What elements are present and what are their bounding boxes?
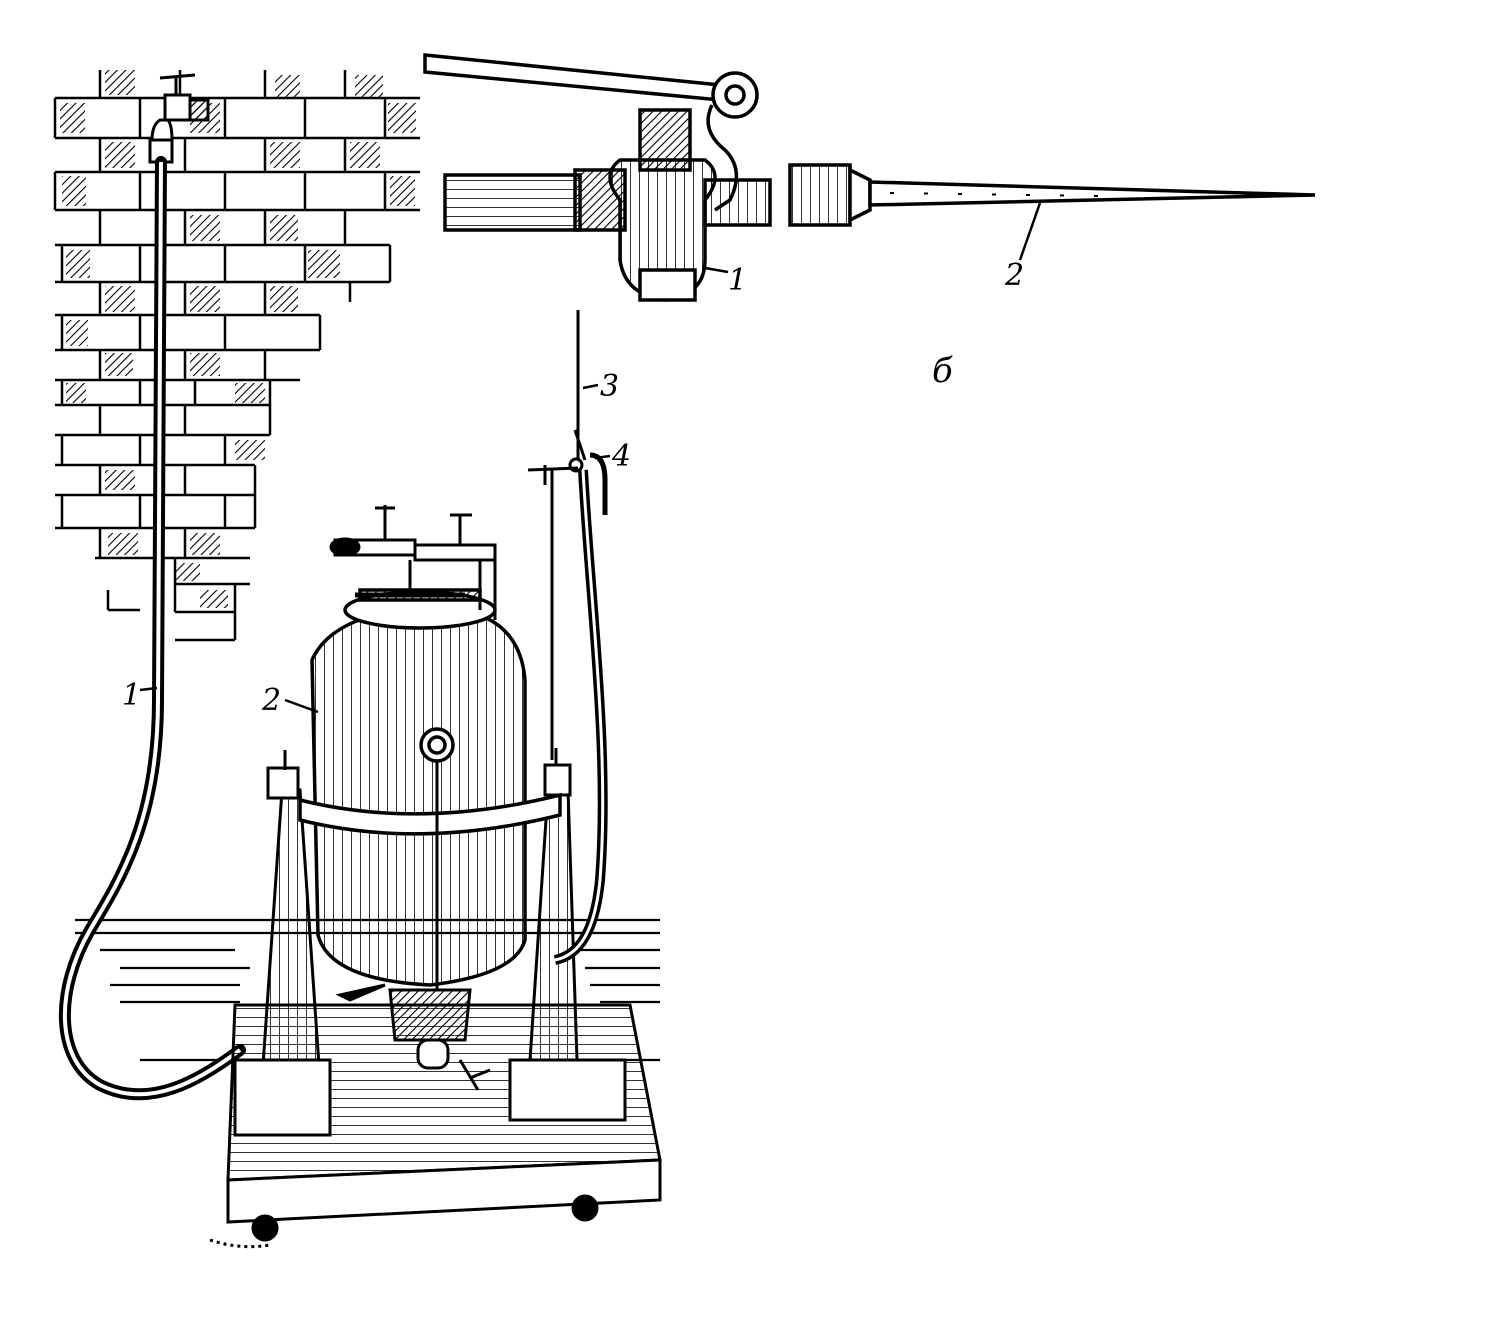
label-tank: 2 [261, 683, 281, 718]
label-hose: 1 [122, 678, 141, 713]
tank-outlet [335, 983, 491, 1091]
label-subfigure: б [932, 351, 953, 391]
label-lance: 3 [600, 369, 619, 404]
leader-lines [139, 266, 729, 714]
label-trigger: 4 [611, 439, 631, 474]
tank-valves [329, 505, 497, 620]
brick-shading [60, 70, 416, 608]
lance-assembly [527, 310, 608, 965]
label-nozzle-detail: 2 [1004, 258, 1024, 293]
tank-stand [233, 748, 627, 1137]
water-faucet [148, 73, 210, 164]
nozzle-detail [788, 163, 1316, 261]
pressure-tank [298, 588, 562, 990]
valve-detail [423, 53, 772, 302]
label-valve-detail: 1 [728, 263, 747, 298]
